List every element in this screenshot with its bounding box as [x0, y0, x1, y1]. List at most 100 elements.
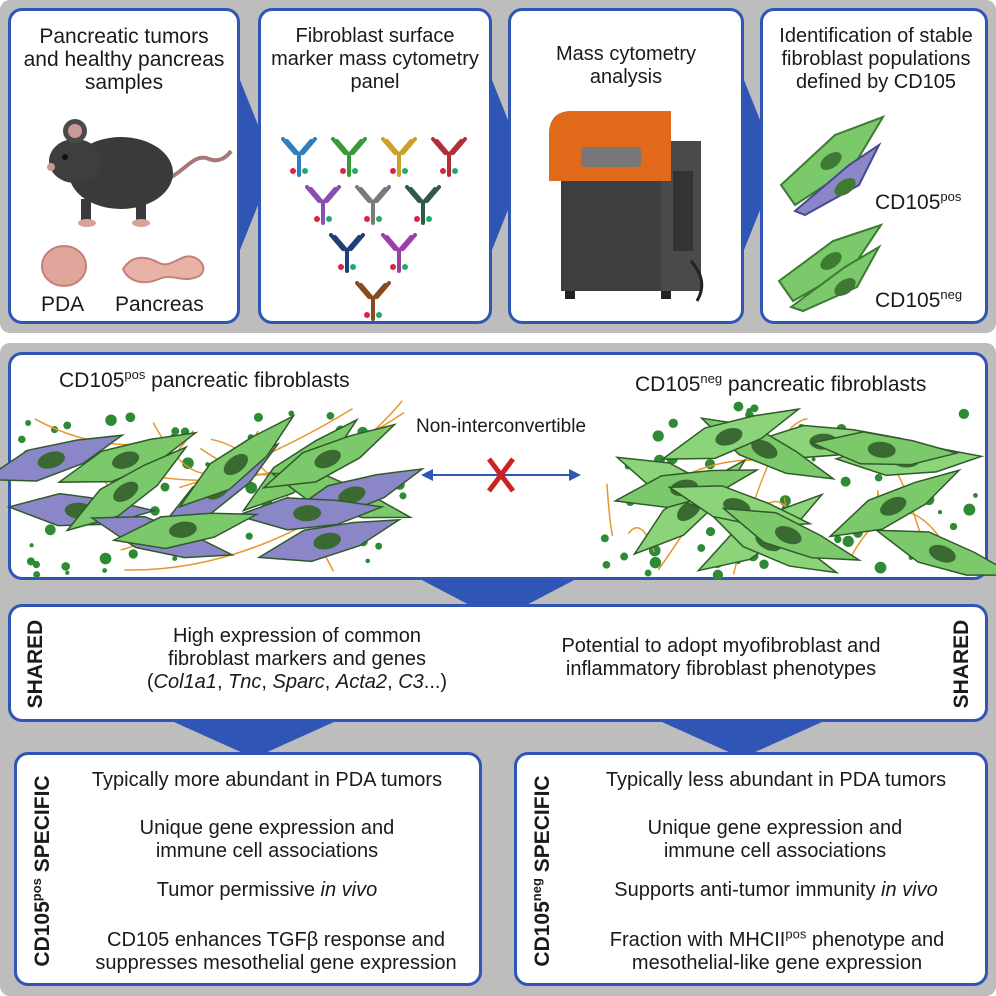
- pos-line-4: CD105 enhances TGFβ response and suppres…: [95, 929, 457, 974]
- dot-particle: [840, 476, 851, 487]
- mass-cytometer-icon: [549, 111, 704, 302]
- cd105pos-specific-box: CD105pos SPECIFIC Typically more abundan…: [14, 752, 482, 986]
- dot-particle: [733, 401, 744, 412]
- dot-particle: [649, 556, 662, 569]
- non-interconvertible-label: Non-interconvertible: [415, 416, 587, 437]
- fibroblast-cell: [256, 518, 402, 563]
- neg-line-3: Supports anti-tumor immunity in vivo: [614, 879, 938, 901]
- down-arrow-neg: [662, 722, 822, 758]
- panel-cytometry-title: Mass cytometry analysis: [555, 43, 697, 88]
- antibody-icon: [329, 233, 365, 273]
- dot-particle: [172, 555, 178, 561]
- neg-line-2: Unique gene expression and immune cell a…: [647, 817, 903, 862]
- pancreas-tissue-icon: [121, 255, 205, 284]
- down-arrow-shared: [418, 578, 578, 620]
- cd105pos-fibroblasts-title: CD105pos pancreatic fibroblasts: [59, 367, 350, 392]
- dot-particle: [375, 542, 383, 550]
- shared-label-right: SHARED: [950, 619, 973, 709]
- antibody-icon: [431, 137, 467, 177]
- cd105pos-specific-label: CD105pos SPECIFIC: [29, 775, 54, 967]
- pda-tissue-icon: [41, 245, 87, 287]
- dot-particle: [253, 412, 263, 422]
- antibody-icon: [381, 233, 417, 273]
- dot-particle: [963, 503, 976, 516]
- shared-right-text: Potential to adopt myofibroblast and inf…: [561, 635, 881, 680]
- dot-particle: [759, 559, 769, 569]
- dot-particle: [245, 481, 258, 494]
- dot-particle: [602, 561, 611, 569]
- dot-particle: [26, 557, 35, 566]
- dot-particle: [171, 427, 180, 436]
- fibroblast-cell: [660, 407, 802, 460]
- cd105neg-fibroblast-cluster: [600, 401, 996, 581]
- fibroblast-cell: [721, 507, 862, 561]
- panel-identification-title: Identification of stable fibroblast popu…: [779, 25, 973, 93]
- antibody-icon: [281, 137, 317, 177]
- down-arrow-pos: [174, 722, 334, 758]
- dot-particle: [668, 418, 678, 429]
- panel-marker-panel: Fibroblast surface marker mass cytometry…: [258, 8, 492, 324]
- dot-particle: [399, 492, 407, 500]
- dot-particle: [182, 457, 194, 470]
- cd105pos-label: CD105pos: [875, 189, 962, 214]
- panel-identification: Identification of stable fibroblast popu…: [760, 8, 988, 324]
- cd105neg-label: CD105neg: [875, 287, 963, 312]
- dot-particle: [705, 526, 716, 537]
- dot-particle: [644, 569, 652, 577]
- collagen-fiber: [606, 483, 614, 537]
- dot-particle: [128, 549, 138, 559]
- shared-box: SHARED High expression of common fibrobl…: [8, 604, 988, 722]
- dot-particle: [245, 532, 253, 540]
- pda-label: PDA: [41, 293, 85, 316]
- pos-line-2: Unique gene expression and immune cell a…: [139, 817, 395, 862]
- fibroblast-cell: [178, 414, 296, 509]
- dot-particle: [99, 552, 112, 565]
- fibroblast-cell: [874, 529, 996, 576]
- dot-particle: [874, 473, 883, 482]
- dot-particle: [63, 421, 72, 430]
- dot-particle: [18, 435, 26, 444]
- antibody-icon: [405, 185, 441, 225]
- pancreas-label: Pancreas: [115, 293, 204, 316]
- dot-particle: [874, 561, 887, 574]
- mouse-illustration: [47, 119, 233, 227]
- dot-particle: [973, 492, 978, 498]
- dot-particle: [620, 552, 629, 561]
- cd105neg-specific-box: CD105neg SPECIFIC Typically less abundan…: [514, 752, 988, 986]
- cd105neg-fibroblasts-title: CD105neg pancreatic fibroblasts: [635, 371, 927, 396]
- antibody-icons: [281, 137, 467, 321]
- shared-gene-list: (Col1a1, Tnc, Sparc, Acta2, C3...): [146, 671, 448, 693]
- dot-particle: [949, 522, 958, 531]
- dot-particle: [811, 457, 816, 462]
- antibody-icon: [355, 185, 391, 225]
- fibroblast-cell: [0, 434, 125, 482]
- panel-samples-title: Pancreatic tumors and healthy pancreas s…: [23, 25, 225, 94]
- dot-particle: [834, 535, 842, 544]
- dot-particle: [160, 482, 170, 492]
- dot-particle: [326, 412, 335, 420]
- fibroblast-cell: [827, 468, 962, 538]
- dot-particle: [365, 558, 371, 564]
- cd105pos-cells-icon: [779, 115, 886, 217]
- panel-marker-title: Fibroblast surface marker mass cytometry…: [271, 25, 479, 93]
- flow-arrow-1: [240, 80, 274, 250]
- cd105neg-cells-icon: [777, 223, 884, 313]
- dot-particle: [697, 544, 706, 552]
- fibroblast-cell: [56, 431, 199, 483]
- panel-samples: Pancreatic tumors and healthy pancreas s…: [8, 8, 240, 324]
- cd105neg-specific-label: CD105neg SPECIFIC: [529, 775, 554, 967]
- dot-particle: [600, 534, 609, 543]
- dot-particle: [750, 404, 759, 413]
- dot-particle: [33, 571, 41, 579]
- neg-line-1: Typically less abundant in PDA tumors: [605, 769, 947, 791]
- antibody-icon: [355, 281, 391, 321]
- dot-particle: [65, 570, 70, 575]
- dot-particle: [105, 414, 117, 426]
- antibody-icon: [331, 137, 367, 177]
- dot-particle: [25, 419, 32, 427]
- dot-particle: [125, 412, 136, 423]
- dot-particle: [44, 524, 56, 536]
- shared-left-main: High expression of common fibroblast mar…: [168, 625, 426, 670]
- pos-line-1: Typically more abundant in PDA tumors: [91, 769, 443, 791]
- fibroblast-cell: [809, 431, 960, 466]
